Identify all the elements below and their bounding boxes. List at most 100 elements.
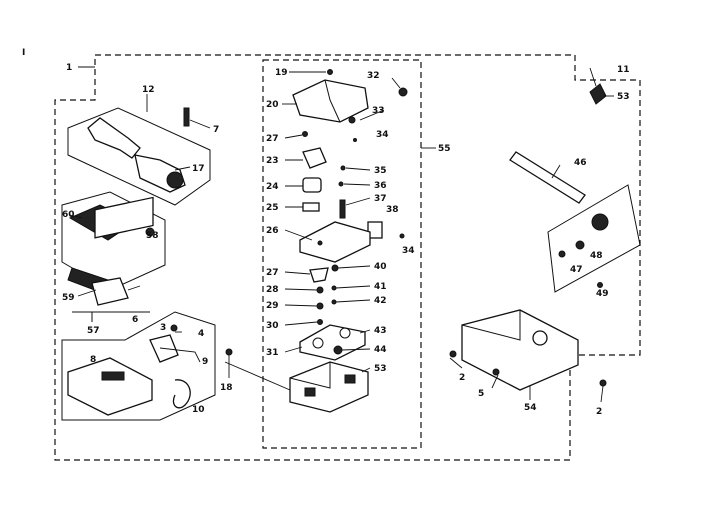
part-53a-detail-b — [344, 374, 356, 384]
label-29: 29 — [266, 301, 279, 311]
part-8-detail — [101, 371, 125, 381]
label-18: 18 — [220, 383, 233, 393]
part-20-edge — [324, 79, 341, 123]
part-18-link — [224, 361, 291, 391]
part-4-wire — [159, 347, 201, 363]
label-27b: 27 — [266, 268, 279, 278]
label-5: 5 — [478, 389, 484, 399]
leader-lines — [69, 66, 614, 403]
part-32 — [398, 87, 408, 97]
part-25 — [302, 202, 320, 212]
part-19 — [327, 69, 333, 75]
part-3 — [170, 324, 178, 332]
label-32: 32 — [367, 71, 380, 81]
part-11 — [589, 83, 607, 105]
part-53a — [289, 361, 369, 413]
part-59 — [91, 277, 129, 306]
label-57: 57 — [87, 326, 100, 336]
label-53b: 53 — [617, 92, 630, 102]
label-34a: 34 — [376, 130, 389, 140]
part-53a-edge — [289, 362, 331, 389]
part-48 — [575, 240, 585, 250]
part-5 — [492, 368, 500, 376]
part-12-outline — [67, 107, 211, 206]
part-2b — [599, 379, 607, 387]
label-25: 25 — [266, 203, 279, 213]
part-29 — [316, 302, 324, 310]
label-44: 44 — [374, 345, 387, 355]
part-36 — [338, 181, 344, 187]
label-36: 36 — [374, 181, 387, 191]
label-40: 40 — [374, 262, 387, 272]
part-42 — [331, 299, 337, 305]
label-53a: 53 — [374, 364, 387, 374]
part-30 — [317, 319, 323, 325]
label-48: 48 — [590, 251, 603, 261]
part-37 — [339, 199, 346, 219]
label-42: 42 — [374, 296, 387, 306]
label-37: 37 — [374, 194, 387, 204]
label-17: 17 — [192, 164, 205, 174]
part-24 — [302, 177, 322, 193]
label-2a: 2 — [459, 373, 465, 383]
label-31: 31 — [266, 348, 279, 358]
label-49: 49 — [596, 289, 609, 299]
label-47: 47 — [570, 265, 583, 275]
center-group-boundary — [262, 59, 422, 449]
part-31 — [299, 324, 366, 361]
part-47-bolt — [558, 250, 566, 258]
label-46: 46 — [574, 158, 587, 168]
part-38 — [367, 221, 383, 239]
part-8 — [67, 357, 153, 416]
label-20: 20 — [266, 100, 279, 110]
label-7: 7 — [213, 125, 219, 135]
label-27a: 27 — [266, 134, 279, 144]
label-24: 24 — [266, 182, 279, 192]
left-parts-group — [61, 107, 291, 421]
part-18 — [225, 348, 233, 356]
label-10: 10 — [192, 405, 205, 415]
part-47-outline — [547, 184, 641, 293]
part-10 — [172, 379, 191, 409]
center-parts-group — [289, 69, 408, 413]
part-53a-detail-a — [304, 387, 316, 397]
label-59: 59 — [62, 293, 75, 303]
label-8: 8 — [90, 355, 96, 365]
label-38: 38 — [386, 205, 399, 215]
label-19: 19 — [275, 68, 288, 78]
part-27a — [302, 131, 308, 137]
part-40 — [331, 264, 339, 272]
label-43: 43 — [374, 326, 387, 336]
part-54-knob — [532, 330, 548, 346]
label-54: 54 — [524, 403, 537, 413]
part-28 — [316, 286, 324, 294]
part-41 — [331, 285, 337, 291]
label-1: 1 — [66, 63, 72, 73]
label-55: 55 — [438, 144, 451, 154]
part-8-outline — [61, 311, 216, 421]
part-12 — [87, 117, 141, 159]
part-23 — [302, 147, 327, 169]
label-3: 3 — [160, 323, 166, 333]
part-46 — [509, 151, 586, 204]
part-2a — [449, 350, 457, 358]
part-26-dot — [317, 240, 323, 246]
label-58: 58 — [146, 231, 159, 241]
part-49 — [597, 282, 603, 288]
part-54-edge — [461, 310, 521, 341]
label-28: 28 — [266, 285, 279, 295]
label-30: 30 — [266, 321, 279, 331]
part-58-knob — [145, 227, 155, 237]
part-7 — [183, 107, 190, 127]
part-34a — [353, 138, 357, 142]
part-17-gear — [166, 171, 184, 189]
part-33 — [348, 116, 356, 124]
part-31-hole-a — [312, 337, 324, 349]
label-2b: 2 — [596, 407, 602, 417]
part-31-hole-b — [339, 327, 351, 339]
part-26 — [299, 221, 371, 263]
corner-mark: I — [22, 48, 25, 58]
label-9: 9 — [202, 357, 208, 367]
label-60: 60 — [62, 210, 75, 220]
